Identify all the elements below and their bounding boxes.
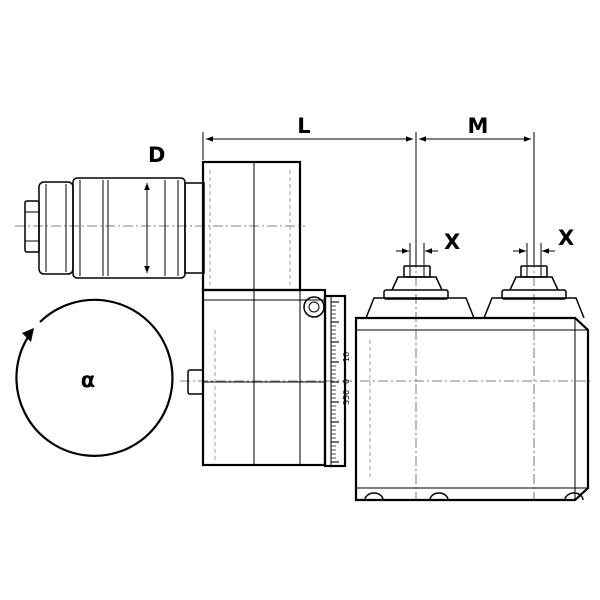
- output-spindle-left: [365, 265, 475, 319]
- scale-label-0: 0: [342, 379, 351, 384]
- angle-head-body: [187, 288, 590, 502]
- center-lines: [15, 225, 590, 500]
- scale-ticks: [331, 301, 339, 463]
- output-spindle-right: [483, 265, 585, 319]
- dimension-X-left: [396, 243, 438, 265]
- dimension-label-D: D: [148, 143, 165, 167]
- dimension-M: [419, 132, 535, 265]
- dimension-L: [202, 132, 417, 265]
- scale-label-350: 350: [342, 390, 351, 405]
- rotation-angle-label: α: [81, 368, 95, 392]
- dimension-label-X-left: X: [444, 230, 460, 254]
- rotation-indicator: [15, 298, 174, 457]
- dimension-label-X-right: X: [558, 226, 574, 250]
- scale-label-10: 10: [342, 352, 351, 362]
- input-shaft: [24, 160, 302, 292]
- dimension-label-L: L: [297, 114, 310, 138]
- dimension-label-M: M: [468, 114, 489, 138]
- dimension-X-right: [513, 243, 555, 265]
